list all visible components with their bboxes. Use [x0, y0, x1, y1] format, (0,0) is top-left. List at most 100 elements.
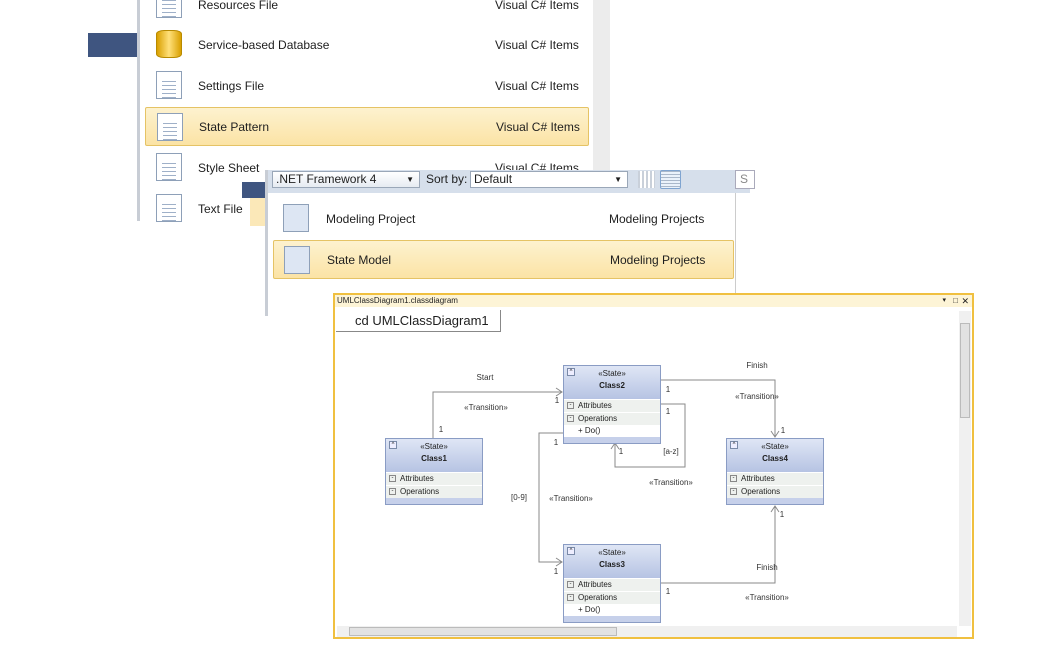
collapse-minus-icon[interactable]: - [730, 475, 737, 482]
class-name: Class4 [762, 454, 788, 463]
class-header: ^ «State» Class3 [564, 545, 660, 578]
class-stereotype: «State» [598, 369, 626, 378]
attributes-section[interactable]: -Attributes [564, 399, 660, 412]
operations-section[interactable]: -Operations [386, 485, 482, 498]
item-name: Text File [198, 201, 243, 216]
attributes-label: Attributes [578, 401, 612, 410]
state-pattern-icon [157, 113, 183, 141]
operations-section[interactable]: -Operations [564, 412, 660, 425]
class-class3[interactable]: ^ «State» Class3 -Attributes -Operations… [563, 544, 661, 623]
item-name: Resources File [198, 0, 279, 12]
item-category: Visual C# Items [495, 0, 579, 12]
item-name: Service-based Database [198, 37, 330, 52]
collapse-minus-icon[interactable]: - [567, 415, 574, 422]
item-name: State Model [327, 252, 392, 267]
class-header: ^ «State» Class4 [727, 439, 823, 472]
list-item-state-model[interactable]: State Model Modeling Projects [273, 240, 734, 279]
attributes-label: Attributes [741, 474, 775, 483]
pale-block [250, 198, 266, 226]
small-icons-view-button[interactable] [638, 171, 655, 188]
transition-stereotype-label: «Transition» [745, 593, 789, 602]
list-item-resources-file[interactable]: Resources File Visual C# Items [145, 0, 589, 24]
scrollbar-track[interactable] [593, 0, 610, 221]
maximize-icon[interactable]: □ [953, 296, 958, 305]
transition-finish-class3 [661, 505, 780, 584]
item-category: Modeling Projects [610, 252, 706, 267]
item-category: Visual C# Items [495, 78, 579, 93]
operations-section[interactable]: -Operations [564, 591, 660, 604]
divider [735, 193, 736, 316]
transition-name-label: [0-9] [510, 493, 528, 502]
collapse-minus-icon[interactable]: - [567, 594, 574, 601]
operations-label: Operations [578, 414, 618, 423]
transition-name-label: Finish [746, 361, 768, 370]
resources-file-icon [156, 0, 182, 18]
transition-m-from-label: 1 [665, 385, 671, 394]
class-stereotype: «State» [598, 548, 626, 557]
window-menu-icon[interactable]: ▾ [942, 297, 946, 304]
attributes-section[interactable]: -Attributes [727, 472, 823, 485]
list-item-modeling-project[interactable]: Modeling Project Modeling Projects [273, 199, 734, 238]
item-category: Modeling Projects [609, 211, 705, 226]
class-name: Class2 [599, 381, 625, 390]
transition-stereotype-label: «Transition» [464, 403, 508, 412]
class-name: Class1 [421, 454, 447, 463]
list-view-button[interactable] [660, 170, 681, 189]
vertical-scrollbar[interactable] [959, 311, 971, 626]
transition-stereotype-label: «Transition» [549, 494, 593, 503]
item-category: Visual C# Items [495, 37, 579, 52]
collapse-icon[interactable]: ^ [567, 368, 575, 376]
attributes-section[interactable]: -Attributes [564, 578, 660, 591]
horizontal-scrollbar[interactable] [337, 626, 957, 637]
collapse-minus-icon[interactable]: - [730, 488, 737, 495]
item-name: Style Sheet [198, 160, 260, 175]
transition-stereotype-label: «Transition» [649, 478, 693, 487]
sort-dropdown[interactable]: Default▼ [470, 171, 628, 188]
collapse-icon[interactable]: ^ [389, 441, 397, 449]
operation[interactable]: + Do() [564, 425, 660, 437]
class-header: ^ «State» Class1 [386, 439, 482, 472]
dark-block [88, 33, 138, 57]
collapse-minus-icon[interactable]: - [567, 402, 574, 409]
text-file-icon [156, 194, 182, 222]
dark-block-small [242, 182, 268, 198]
class-class2[interactable]: ^ «State» Class2 -Attributes -Operations… [563, 365, 661, 444]
framework-dropdown[interactable]: .NET Framework 4▼ [272, 171, 420, 188]
operations-label: Operations [741, 487, 781, 496]
collapse-minus-icon[interactable]: - [389, 475, 396, 482]
operations-label: Operations [400, 487, 440, 496]
list-item-state-pattern[interactable]: State Pattern Visual C# Items [145, 107, 589, 146]
transition-m-to-label: 1 [618, 447, 624, 456]
operations-section[interactable]: -Operations [727, 485, 823, 498]
collapse-minus-icon[interactable]: - [567, 581, 574, 588]
item-category: Visual C# Items [496, 119, 580, 134]
list-item-settings-file[interactable]: Settings File Visual C# Items [145, 66, 589, 105]
attributes-section[interactable]: -Attributes [386, 472, 482, 485]
transition-m-from-label: 1 [553, 438, 559, 447]
collapse-icon[interactable]: ^ [567, 547, 575, 555]
sort-value: Default [474, 172, 513, 186]
vertical-scroll-thumb[interactable] [960, 323, 970, 418]
class-class4[interactable]: ^ «State» Class4 -Attributes -Operations [726, 438, 824, 505]
collapse-minus-icon[interactable]: - [389, 488, 396, 495]
transition-finish-class2 [661, 379, 780, 438]
operations-label: Operations [578, 593, 618, 602]
list-item-service-based-database[interactable]: Service-based Database Visual C# Items [145, 25, 589, 64]
class-name: Class3 [599, 560, 625, 569]
transition-m-to-label: 1 [554, 396, 560, 405]
attributes-label: Attributes [578, 580, 612, 589]
search-input[interactable]: S [735, 170, 755, 189]
transition-m-from-label: 1 [665, 587, 671, 596]
close-icon[interactable]: ✕ [961, 296, 969, 306]
transition-stereotype-label: «Transition» [735, 392, 779, 401]
diagram-frame-label: cd UMLClassDiagram1 [336, 310, 501, 332]
horizontal-scroll-thumb[interactable] [349, 627, 617, 636]
transition-m-from-label: 1 [438, 425, 444, 434]
operation[interactable]: + Do() [564, 604, 660, 616]
framework-value: .NET Framework 4 [276, 172, 377, 186]
collapse-icon[interactable]: ^ [730, 441, 738, 449]
window-title: UMLClassDiagram1.classdiagram [337, 296, 458, 305]
state-model-icon [284, 246, 310, 274]
frame-label-text: cd UMLClassDiagram1 [355, 313, 489, 328]
class-class1[interactable]: ^ «State» Class1 -Attributes -Operations [385, 438, 483, 505]
